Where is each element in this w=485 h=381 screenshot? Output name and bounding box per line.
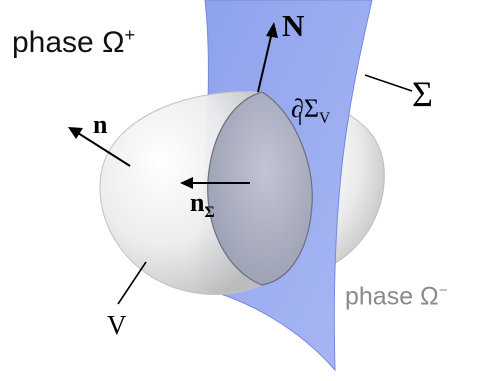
phase-omega-minus-label: phase Ω− — [345, 282, 448, 311]
volume-V-label: V — [107, 310, 127, 340]
cap-region — [207, 91, 313, 286]
normal-N-arrow — [257, 31, 273, 93]
normal-n-arrowhead — [68, 127, 83, 139]
normal-N-arrowhead — [266, 22, 278, 38]
normal-n-label: n — [93, 110, 108, 139]
boundary-dsigma-label: ∂ΣV — [291, 94, 331, 128]
sigma-leader-line — [364, 74, 413, 92]
normal-nSigma-arrowhead — [180, 177, 193, 189]
v-leader-line — [117, 261, 147, 305]
phase-omega-plus-label: phase Ω+ — [12, 25, 136, 59]
surface-sigma-label: Σ — [412, 74, 433, 114]
normal-n-arrow — [77, 132, 131, 167]
normal-N-label: N — [282, 8, 305, 43]
normal-nsigma-label: nΣ — [190, 188, 215, 222]
